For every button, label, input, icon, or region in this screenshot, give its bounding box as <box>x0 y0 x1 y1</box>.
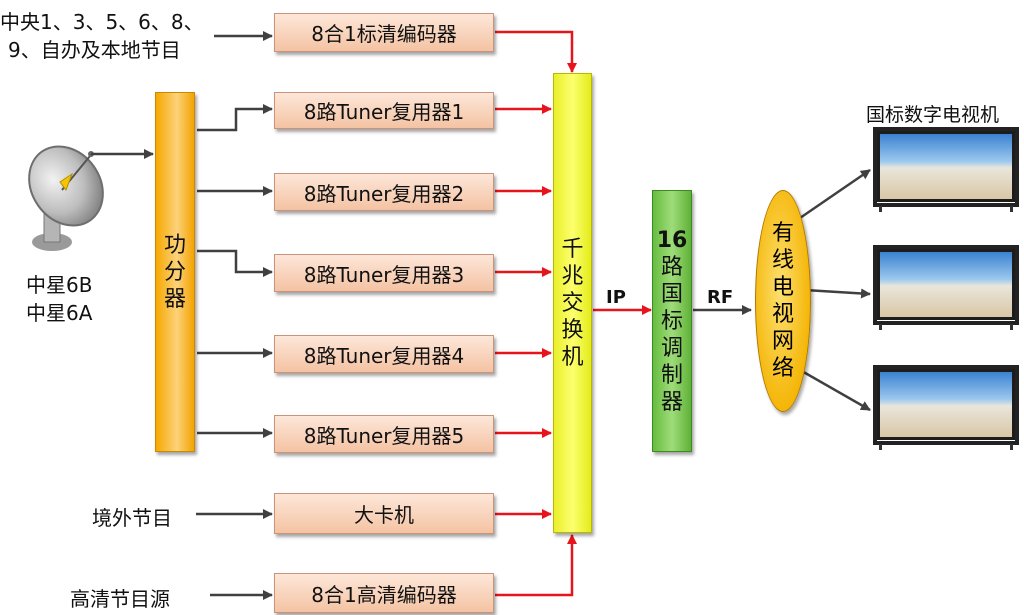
arrow-splitter-to-mux1 <box>197 104 273 132</box>
source-foreign: 境外节目 <box>92 506 172 530</box>
modulator-char: 国 <box>660 281 683 307</box>
network-char: 络 <box>771 356 794 381</box>
modulator-char: 路 <box>660 254 683 280</box>
ip-link-label: IP <box>606 287 626 308</box>
modulator-char: 调 <box>660 335 683 361</box>
sd-encoder: 8合1标清编码器 <box>274 13 494 52</box>
national-standard-modulator: 16 路 国 标 调 制 器 <box>652 190 692 452</box>
modulator-char: 器 <box>660 389 683 415</box>
rf-link-label: RF <box>707 287 734 308</box>
modulator-char: 制 <box>660 362 683 388</box>
tuner-multiplexer-5: 8路Tuner复用器5 <box>274 415 494 453</box>
splitter-char: 功 <box>163 232 186 258</box>
tv-icon <box>873 245 1019 330</box>
switch-char: 交 <box>561 290 584 316</box>
power-splitter: 功 分 器 <box>155 92 195 452</box>
splitter-char: 分 <box>163 259 186 285</box>
satellite-dish-icon <box>28 145 104 251</box>
network-char: 有 <box>771 221 794 246</box>
modulator-number: 16 <box>656 227 688 253</box>
switch-char: 千 <box>561 236 584 262</box>
source-hd: 高清节目源 <box>70 587 170 611</box>
tuner-multiplexer-2: 8路Tuner复用器2 <box>274 173 494 211</box>
switch-char: 换 <box>561 317 584 343</box>
network-char: 视 <box>771 302 794 327</box>
tv-title: 国标数字电视机 <box>866 104 1000 126</box>
modulator-char: 标 <box>660 308 683 334</box>
network-char: 网 <box>771 329 794 354</box>
network-char: 线 <box>771 248 794 273</box>
splitter-char: 器 <box>163 286 186 312</box>
arrow-network-to-tv2 <box>804 288 871 299</box>
gigabit-switch: 千 兆 交 换 机 <box>553 73 592 533</box>
network-char: 电 <box>771 275 794 300</box>
tuner-multiplexer-1: 8路Tuner复用器1 <box>274 92 494 129</box>
satellite-label-6b: 中星6B <box>26 273 93 297</box>
tuner-multiplexer-3: 8路Tuner复用器3 <box>274 254 494 292</box>
arrow-splitter-to-mux3 <box>197 249 273 277</box>
satellite-receiver: 大卡机 <box>274 493 494 534</box>
source-central-line1: 中央1、3、5、6、8、 <box>0 10 204 34</box>
source-central-line2: 9、自办及本地节目 <box>8 38 181 62</box>
switch-char: 兆 <box>561 263 584 289</box>
arrow-network-to-tv1 <box>799 168 871 220</box>
arrow-network-to-tv3 <box>799 368 871 412</box>
input-arrows <box>91 31 871 600</box>
cable-tv-network: 有 线 电 视 网 络 <box>755 190 811 412</box>
tv-icon <box>873 365 1019 450</box>
satellite-label-6a: 中星6A <box>26 301 93 325</box>
switch-char: 机 <box>561 344 584 370</box>
tv-icon <box>873 127 1019 212</box>
arrow-sd-encoder-to-switch <box>495 30 577 73</box>
hd-encoder: 8合1高清编码器 <box>274 573 494 613</box>
switch-input-arrows <box>495 30 652 597</box>
arrow-hd-encoder-to-switch <box>495 534 577 597</box>
tuner-multiplexer-4: 8路Tuner复用器4 <box>274 335 494 373</box>
